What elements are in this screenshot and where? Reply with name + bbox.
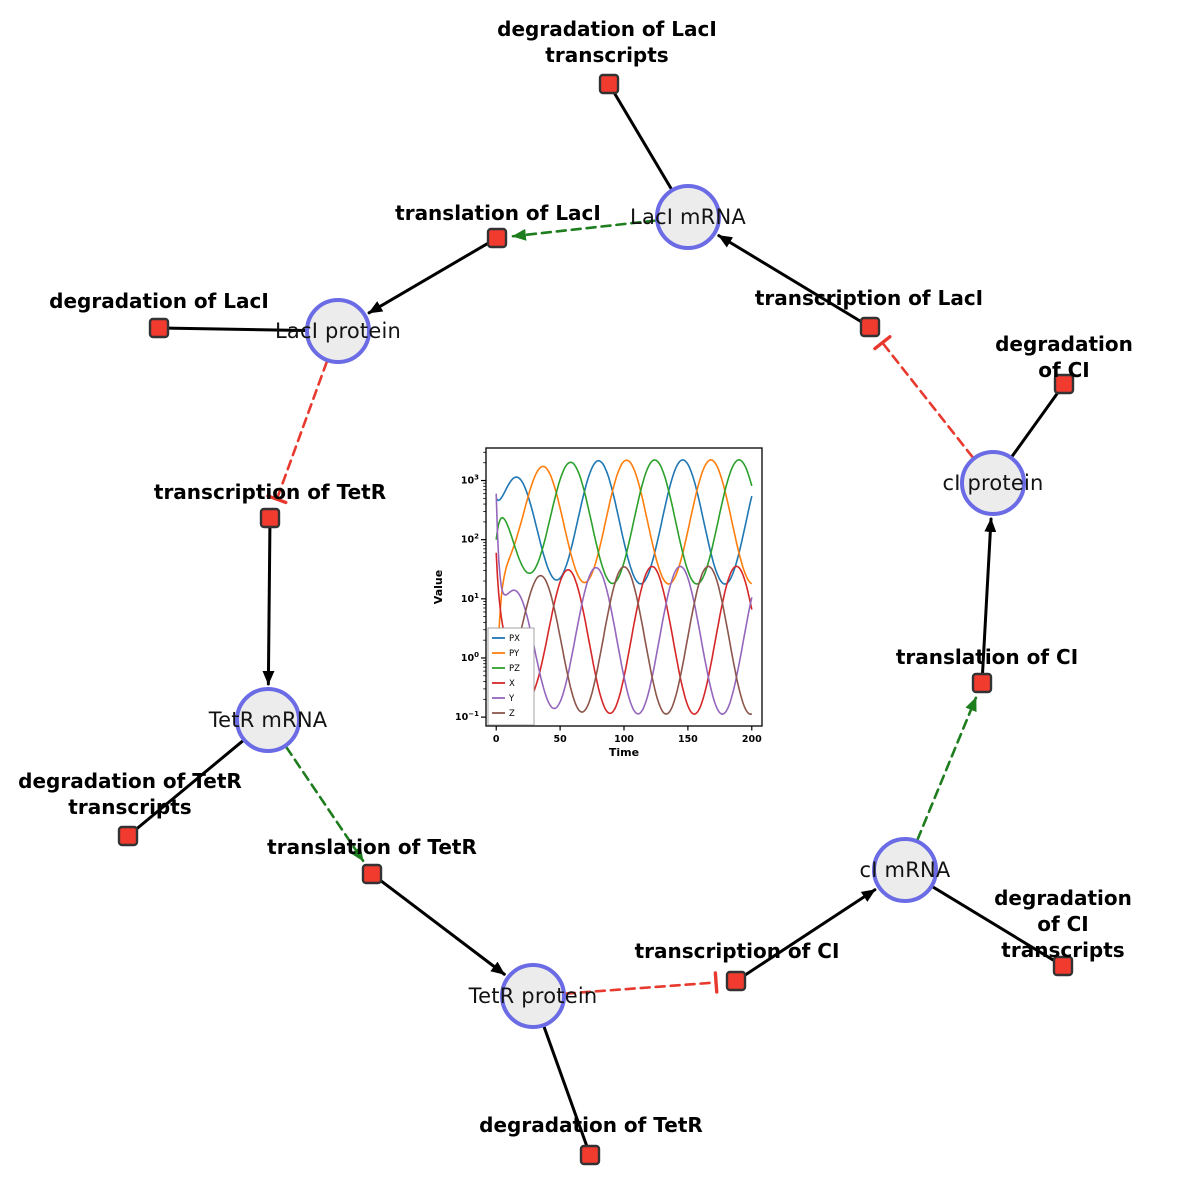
chart-y-axis-label: Value [432,570,445,604]
species-label-cI_protein: cI protein [942,471,1044,495]
edge-cI_protein-txn_LacI [881,341,974,459]
chart-legend: PX PY PZ XYZ [487,627,535,726]
reaction-node-txn_LacI[interactable] [859,316,881,338]
x-tick-label: 150 [678,734,698,745]
edge-LacI_protein-deg_LacI [166,326,307,332]
chart-x-axis-label: Time [609,746,639,759]
reaction-node-deg_TetR[interactable] [579,1144,601,1166]
species-node-LacI_mRNA[interactable] [655,184,721,250]
edge-txn_cI-cI_mRNA [741,888,877,979]
edge-TetR_protein-deg_TetR [542,1025,589,1149]
series-PX [495,459,753,585]
species-node-TetR_protein[interactable] [500,963,566,1029]
edge-transl_LacI-LacI_protein [367,240,492,315]
species-label-LacI_protein: LacI protein [274,319,402,343]
inhibitor-tbar-cI_protein [873,335,892,351]
reaction-node-deg_cI_tx[interactable] [1052,955,1074,977]
y-tick-label: 103 [461,474,479,487]
edge-cI_protein-deg_cI [1010,389,1061,458]
edge-cI_mRNA-transl_cI [916,696,978,841]
species-node-LacI_protein[interactable] [305,298,371,364]
reaction-node-deg_cI[interactable] [1053,373,1075,395]
reaction-node-txn_TetR[interactable] [259,507,281,529]
edge-TetR_protein-txn_cI [564,981,718,995]
y-tick-label: 101 [461,592,479,605]
reaction-label-txn_cI: transcription of CI [634,939,840,963]
series-Y [495,493,753,716]
edge-transl_TetR-TetR_protein [376,877,506,976]
species-node-TetR_mRNA[interactable] [235,687,301,753]
legend-label-Y: Y [508,694,515,704]
reaction-label-transl_LacI: translation of LacI [395,201,601,225]
x-tick-label: 200 [742,734,762,745]
inhibitor-tbar-TetR_protein [713,971,719,994]
legend-label-PX: PX [509,634,520,644]
reaction-label-transl_cI: translation of CI [895,645,1079,669]
inhibitor-tbar-LacI_protein [266,494,288,505]
species-label-cI_mRNA: cI mRNA [859,858,951,882]
x-tick-label: 50 [553,734,567,745]
edge-txn_LacI-LacI_mRNA [717,234,865,325]
legend-label-PZ: PZ [509,664,520,674]
x-tick-label: 100 [614,734,634,745]
series-PZ [495,458,753,585]
species-label-LacI_mRNA: LacI mRNA [630,205,746,229]
reaction-node-deg_TetR_tx[interactable] [117,825,139,847]
species-node-cI_protein[interactable] [960,450,1026,516]
y-tick-label: 10−1 [455,710,479,723]
legend-label-X: X [509,679,515,689]
reaction-label-deg_TetR: degradation of TetR [479,1113,703,1137]
series-PY [495,458,753,707]
x-tick-label: 0 [493,734,500,745]
edge-LacI_mRNA-deg_LacI_tx [612,90,673,191]
reaction-label-deg_cI_tx: degradation of CI transcripts [994,886,1132,962]
edge-LacI_protein-txn_TetR [275,360,329,501]
y-tick-label: 102 [461,533,479,546]
series-Z [495,565,753,716]
reaction-label-txn_LacI: transcription of LacI [754,286,984,310]
edge-TetR_mRNA-deg_TetR_tx [133,739,245,832]
reaction-node-transl_TetR[interactable] [361,863,383,885]
edge-txn_TetR-TetR_mRNA [262,524,275,686]
edge-transl_cI-cI_protein [980,517,997,677]
reaction-label-deg_LacI_tx: degradation of LacI transcripts [497,17,717,67]
series-X [495,552,753,715]
reaction-label-txn_TetR: transcription of TetR [153,480,387,504]
reaction-node-txn_cI[interactable] [725,970,747,992]
legend-label-Z: Z [509,709,515,719]
y-tick-label: 100 [461,651,479,664]
edge-LacI_mRNA-transl_LacI [511,219,657,241]
reaction-node-deg_LacI_tx[interactable] [598,73,620,95]
reaction-label-deg_cI: degradation of CI [995,332,1133,382]
species-node-cI_mRNA[interactable] [872,837,938,903]
species-label-TetR_protein: TetR protein [468,984,598,1008]
reaction-label-deg_LacI: degradation of LacI [49,289,269,313]
edge-TetR_mRNA-transl_TetR [285,746,365,863]
species-label-TetR_mRNA: TetR mRNA [208,708,328,732]
reaction-node-transl_cI[interactable] [971,672,993,694]
reaction-node-transl_LacI[interactable] [486,227,508,249]
reaction-label-transl_TetR: translation of TetR [267,835,477,859]
reaction-node-deg_LacI[interactable] [148,317,170,339]
edge-cI_mRNA-deg_cI_tx [931,885,1057,963]
reaction-label-deg_TetR_tx: degradation of TetR transcripts [18,769,242,819]
legend-label-PY: PY [509,649,520,659]
